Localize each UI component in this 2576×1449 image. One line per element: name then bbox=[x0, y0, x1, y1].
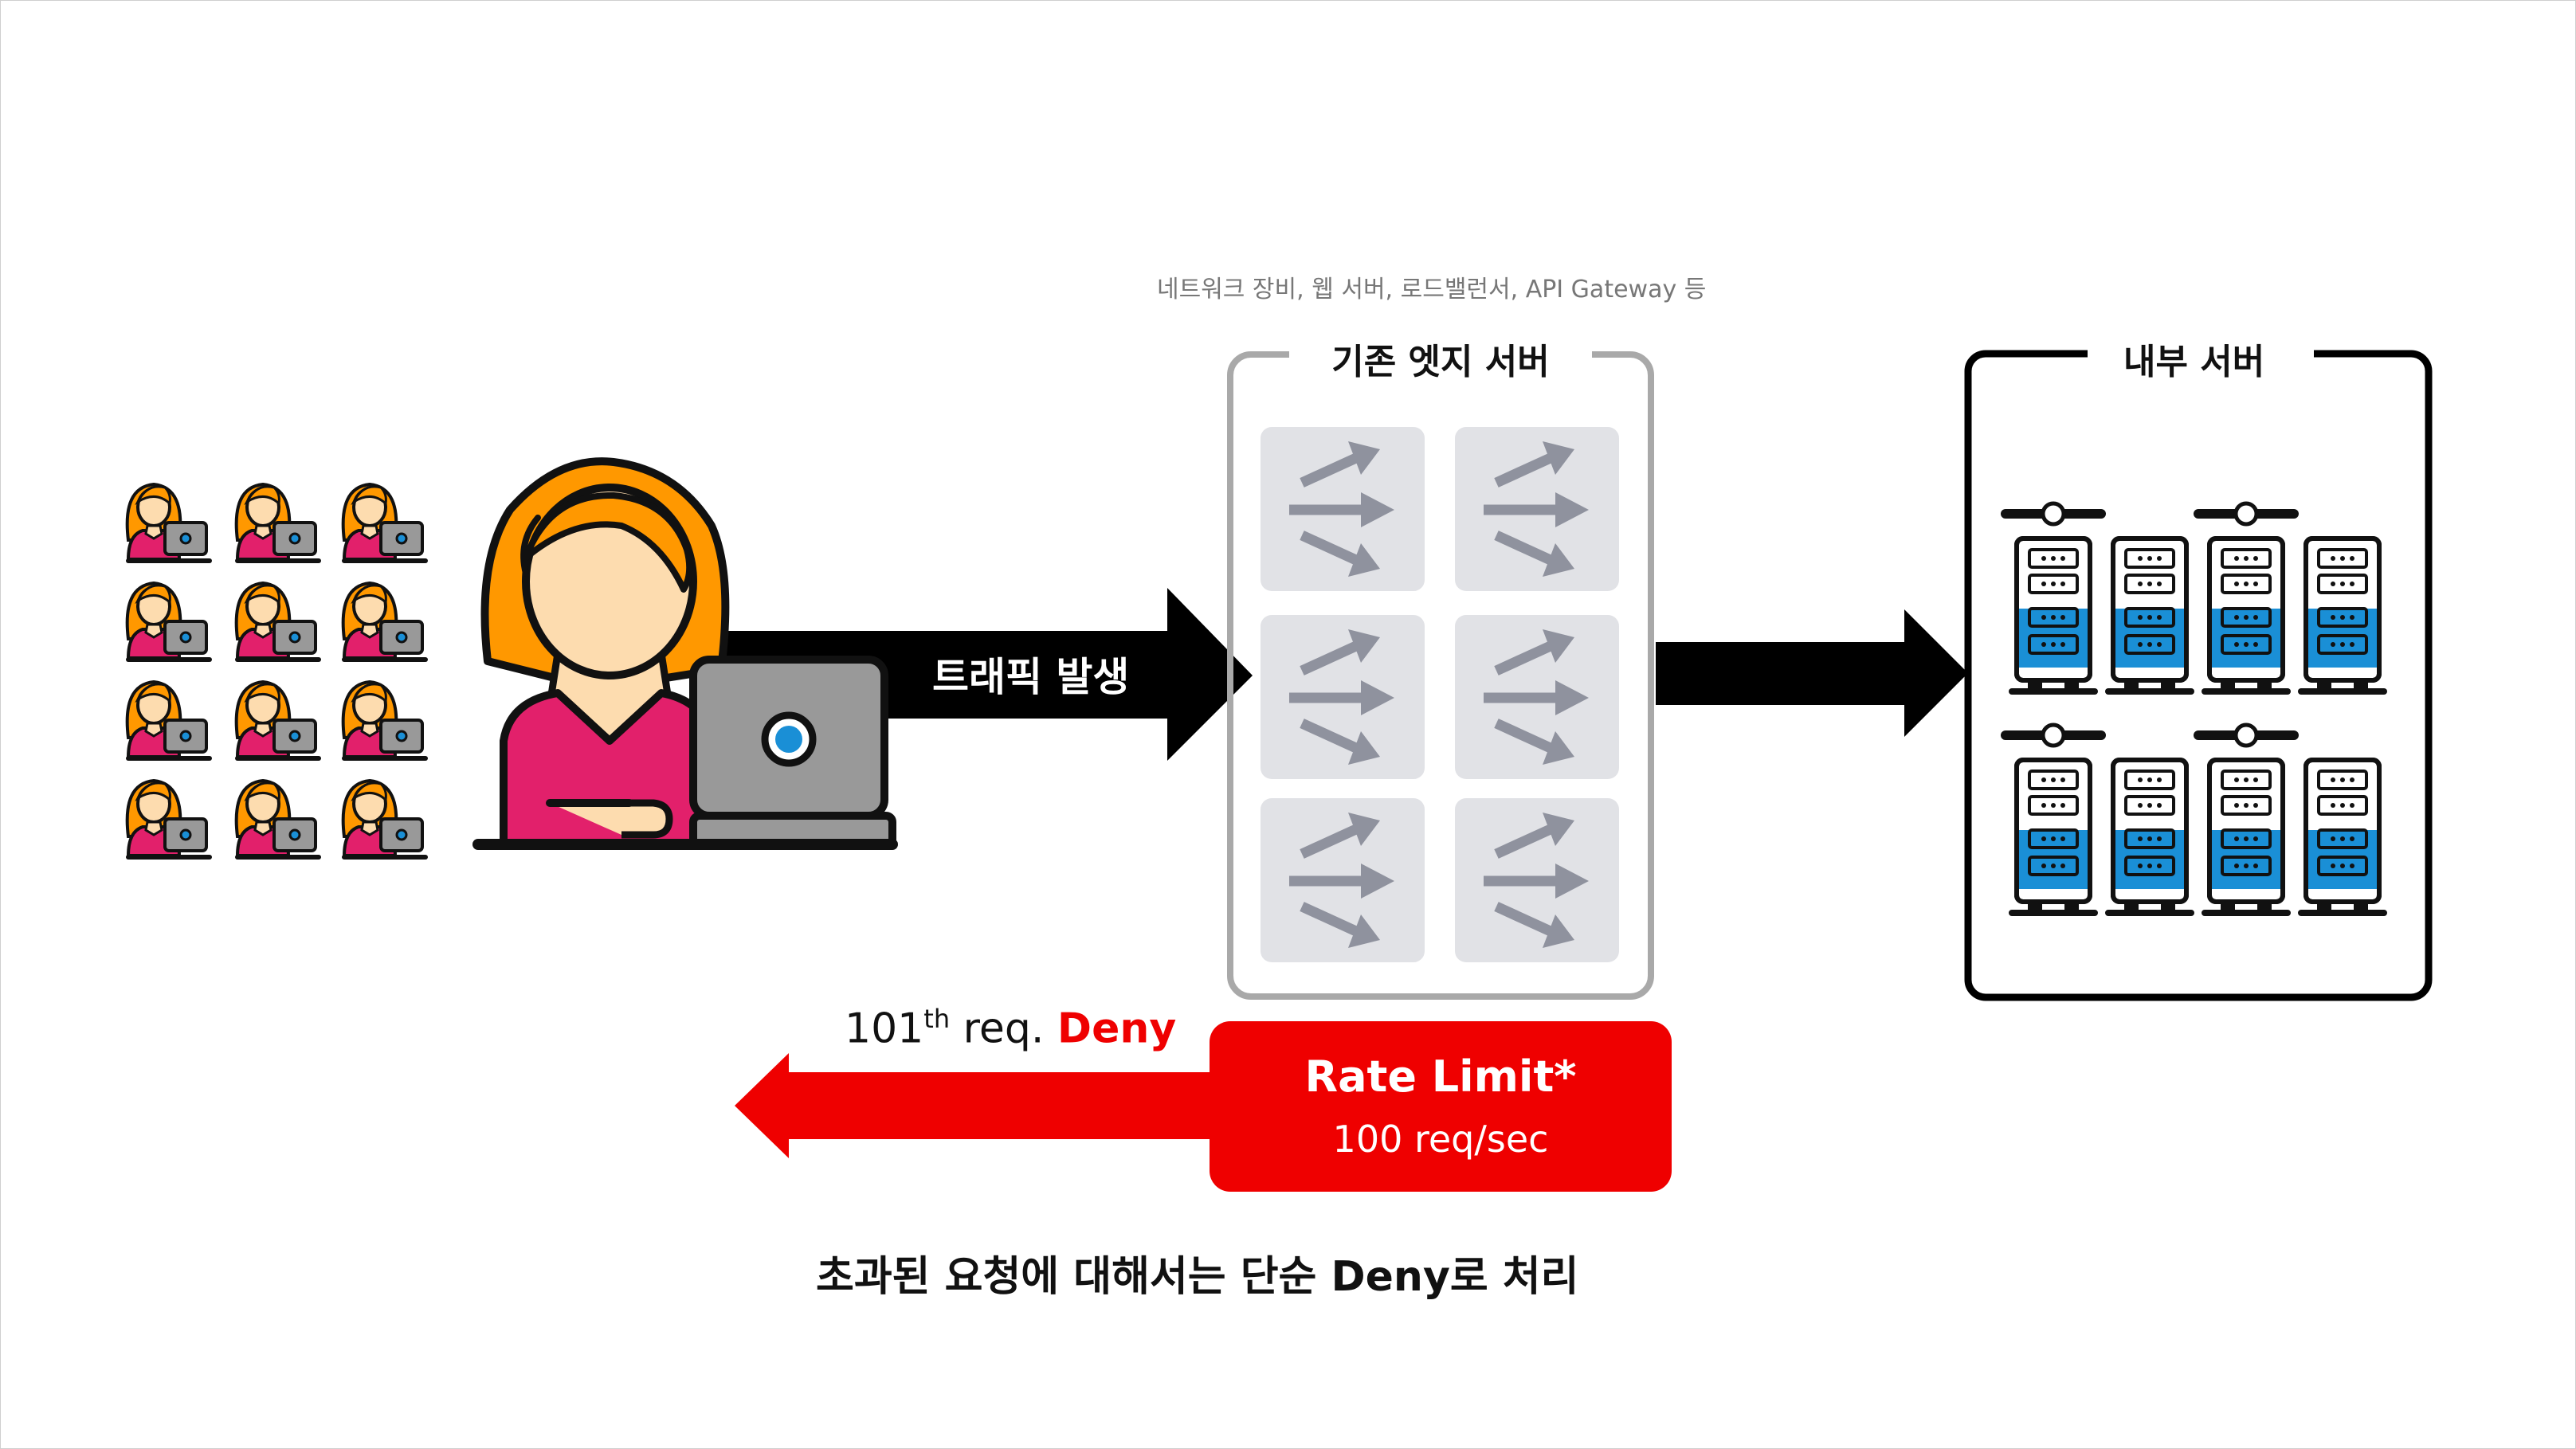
user-at-laptop-icon bbox=[237, 583, 319, 660]
edge-title-mask bbox=[1289, 339, 1592, 378]
deny-label: 101th req. Deny bbox=[845, 1004, 1176, 1052]
internal-title-mask bbox=[2088, 335, 2314, 374]
user-at-laptop-icon bbox=[237, 484, 319, 561]
large-user-icon bbox=[472, 457, 898, 850]
internal-server-title: 내부 서버 bbox=[2123, 342, 2265, 382]
edge-caption: 네트워크 장비, 웹 서버, 로드밸런서, API Gateway 등 bbox=[1157, 276, 1707, 304]
user-at-laptop-icon bbox=[127, 484, 210, 561]
user-at-laptop-icon bbox=[237, 781, 319, 857]
server-rack-icon bbox=[2108, 760, 2191, 913]
rate-limit-title: Rate Limit* bbox=[1304, 1052, 1577, 1102]
deny-suffix: th bbox=[923, 1004, 951, 1034]
forward-arrow bbox=[1656, 609, 1968, 737]
server-rack-icon bbox=[2205, 538, 2288, 691]
server-rack-icon bbox=[2301, 538, 2384, 691]
server-rack-icon bbox=[2205, 760, 2288, 913]
user-at-laptop-icon bbox=[343, 583, 425, 660]
switch-icon bbox=[1261, 798, 1425, 962]
rate-limit-box bbox=[1210, 1021, 1672, 1192]
switch-icon bbox=[1455, 798, 1619, 962]
deny-arrow bbox=[735, 1053, 1219, 1158]
user-at-laptop-icon bbox=[127, 583, 210, 660]
rate-limit-value: 100 req/sec bbox=[1332, 1118, 1549, 1161]
user-crowd bbox=[127, 484, 425, 857]
server-rack-icon bbox=[2012, 760, 2095, 913]
user-at-laptop-icon bbox=[127, 781, 210, 857]
user-at-laptop-icon bbox=[343, 781, 425, 857]
switch-icon bbox=[1455, 615, 1619, 779]
server-rack-icon bbox=[2301, 760, 2384, 913]
switch-icon bbox=[1455, 427, 1619, 591]
deny-req-text: req. bbox=[963, 1005, 1045, 1053]
user-at-laptop-icon bbox=[237, 682, 319, 758]
server-rack-group bbox=[2006, 503, 2384, 913]
switch-icon bbox=[1261, 615, 1425, 779]
conclusion-text: 초과된 요청에 대해서는 단순 Deny로 처리 bbox=[816, 1253, 1579, 1301]
server-rack-icon bbox=[2012, 538, 2095, 691]
edge-server-title-text: 기존 엣지 서버 bbox=[1331, 342, 1550, 382]
edge-server-title: 기존 엣지 서버 bbox=[1227, 333, 1654, 384]
user-at-laptop-icon bbox=[127, 682, 210, 758]
traffic-label: 트래픽 발생 bbox=[932, 654, 1130, 700]
deny-word: Deny bbox=[1057, 1005, 1177, 1053]
switch-grid bbox=[1261, 427, 1619, 962]
user-at-laptop-icon bbox=[343, 484, 425, 561]
deny-count: 101 bbox=[845, 1005, 924, 1053]
server-rack-icon bbox=[2108, 538, 2191, 691]
user-at-laptop-icon bbox=[343, 682, 425, 758]
switch-icon bbox=[1261, 427, 1425, 591]
